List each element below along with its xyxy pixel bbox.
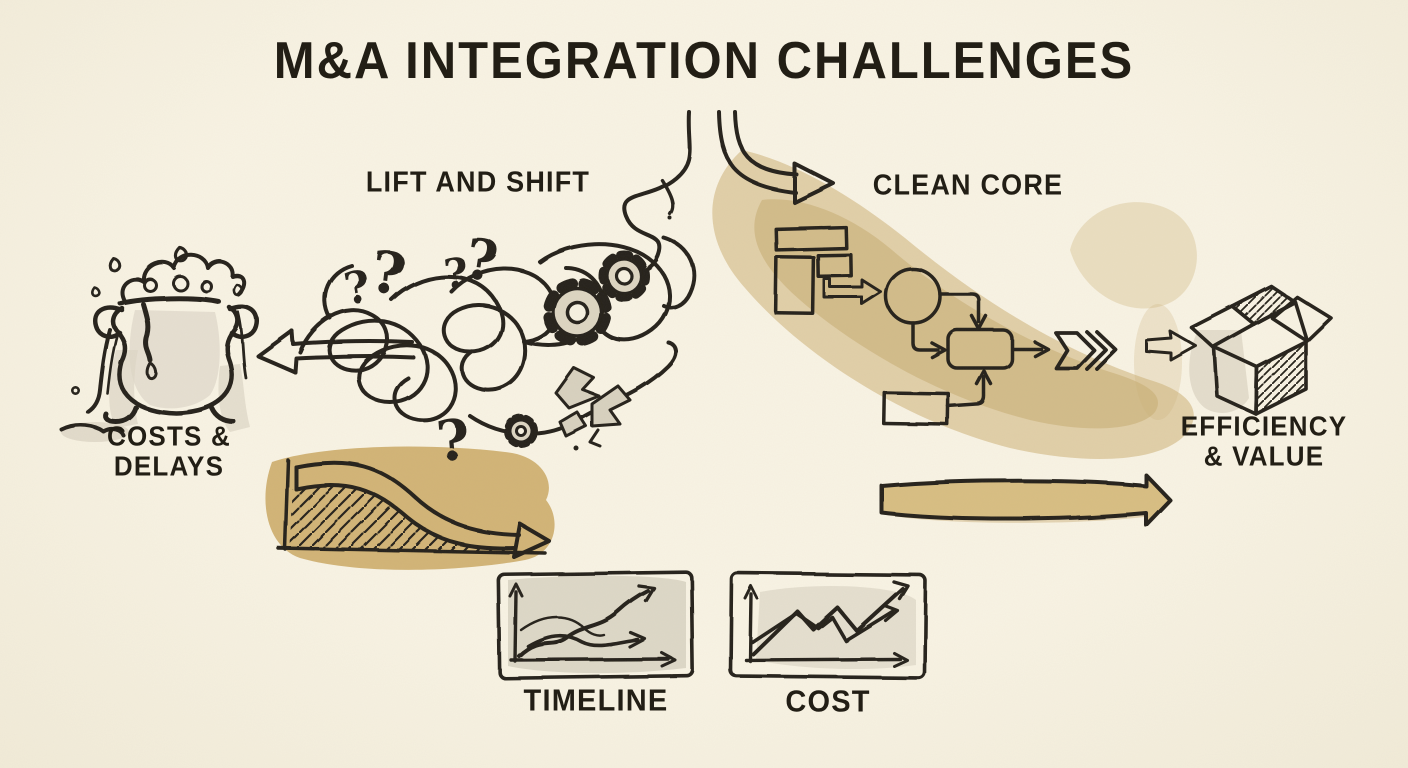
costs-delays-line2: DELAYS [113,449,225,482]
efficiency-value-line2: & VALUE [1203,439,1325,472]
cost-label: COST [785,685,871,719]
timeline-label: TIMELINE [523,684,669,718]
costs-delays-label: COSTS & DELAYS [107,422,231,480]
efficiency-value-label: EFFICIENCY & VALUE [1181,412,1348,470]
page-title: M&A INTEGRATION CHALLENGES [273,32,1135,90]
costs-delays-line1: COSTS & [107,420,231,453]
lift-and-shift-label: LIFT AND SHIFT [365,166,591,198]
clean-core-label: CLEAN CORE [872,169,1064,201]
efficiency-value-line1: EFFICIENCY [1180,410,1348,443]
